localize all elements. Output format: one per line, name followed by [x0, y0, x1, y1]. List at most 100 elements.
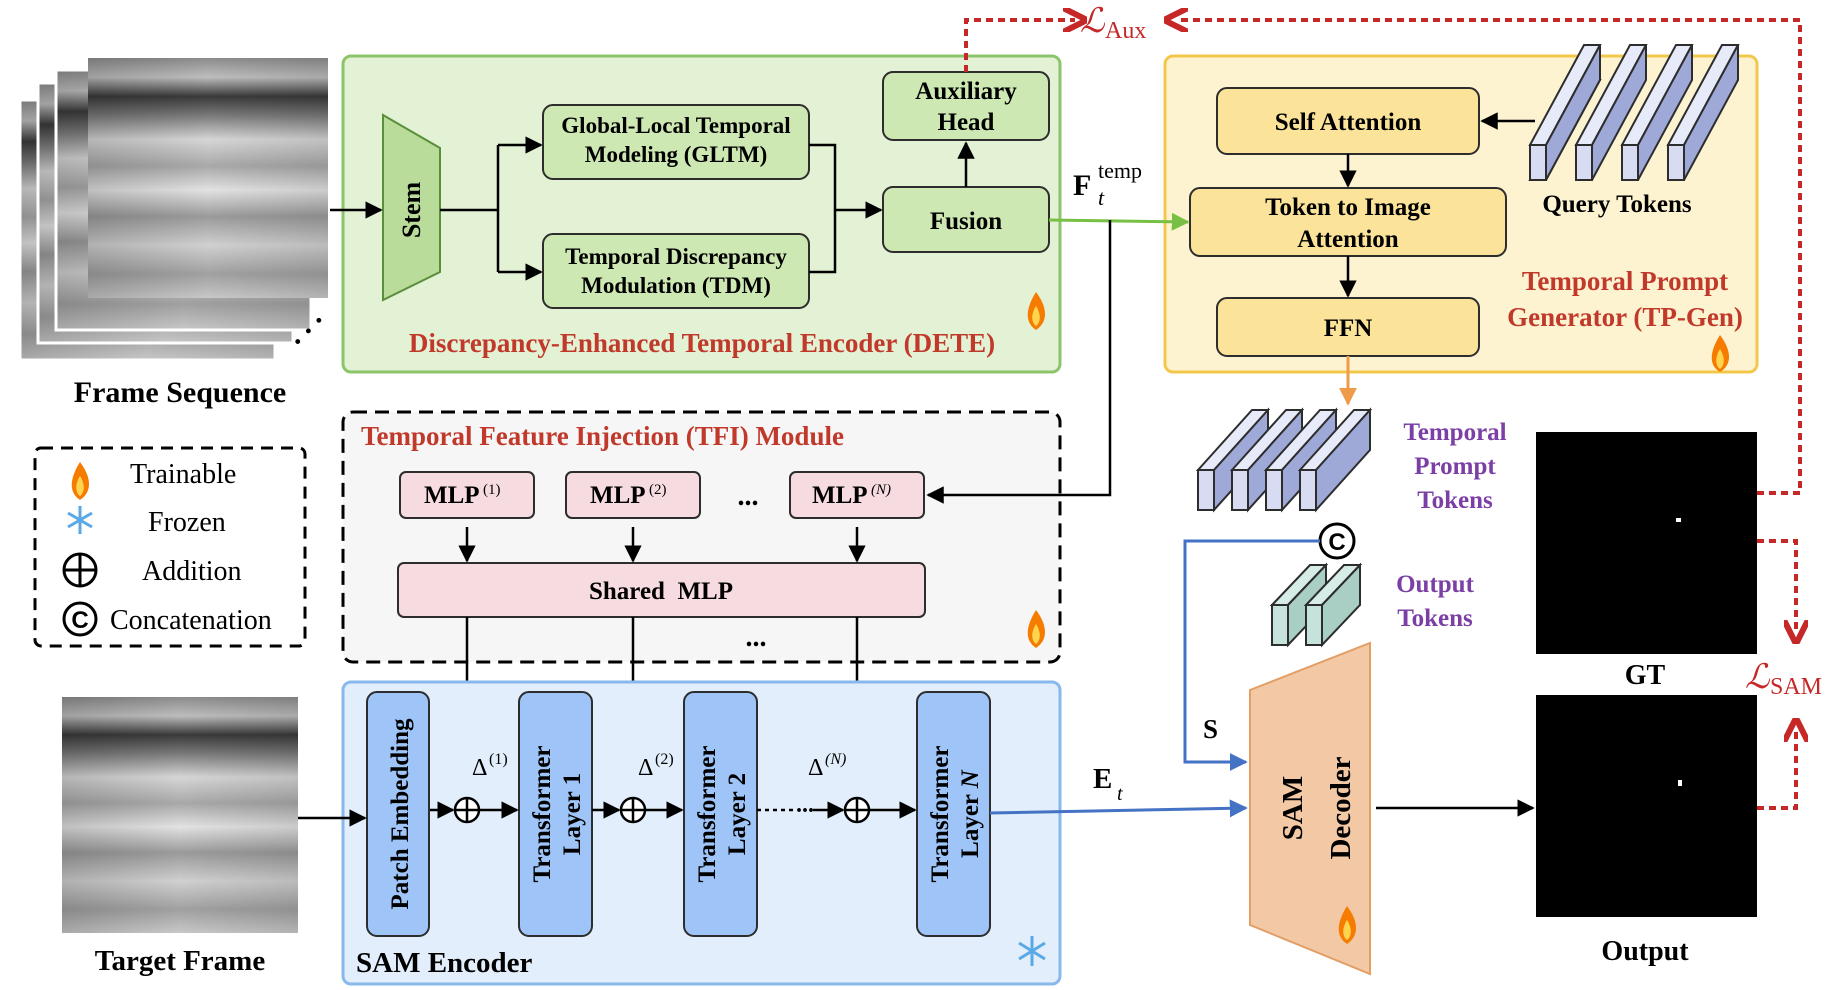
stem-label: Stem — [397, 182, 426, 239]
mlp-n-node — [789, 471, 925, 519]
mlp-n-sup: (N) — [871, 482, 891, 498]
arrow-f-to-tfi — [926, 220, 1112, 504]
delta-1-sup: (1) — [489, 751, 508, 768]
output-image — [1536, 695, 1757, 917]
temporal-prompt-tokens-label-1: Temporal — [1403, 419, 1506, 446]
loss-sam-bottom — [1757, 730, 1796, 810]
svg-text:C: C — [1328, 529, 1345, 556]
mlp-1-node — [399, 471, 535, 519]
shared-mlp-label: Shared MLP — [589, 578, 733, 605]
mlp-1-sup: (1) — [483, 482, 501, 498]
legend-concatenation: Concatenation — [110, 605, 272, 636]
output-target-dot — [1678, 780, 1682, 786]
loss-sam-sub: SAM — [1770, 674, 1822, 700]
tpgen-title-1: Temporal Prompt — [1522, 266, 1728, 296]
loss-sam-l: ℒ — [1745, 659, 1771, 696]
ffn-label: FFN — [1324, 315, 1373, 342]
delta-1: Δ — [472, 755, 487, 781]
f-sub: t — [1098, 185, 1105, 210]
temporal-prompt-tokens-graphic — [1195, 407, 1373, 513]
token-to-image-label-1: Token to Image — [1265, 194, 1431, 221]
transformer-layer-n-node — [916, 691, 991, 937]
query-tokens-label: Query Tokens — [1542, 191, 1692, 218]
encoder-ellipsis: ... — [796, 792, 814, 818]
f-sup: temp — [1098, 158, 1142, 183]
fusion-label: Fusion — [930, 208, 1002, 235]
snowflake-icon — [67, 506, 93, 534]
mlp-n-label: MLP — [812, 482, 868, 509]
tdm-label-2: Modulation (TDM) — [581, 273, 771, 298]
fire-icon — [1027, 292, 1045, 330]
f-main: F — [1073, 169, 1091, 202]
self-attention-label: Self Attention — [1275, 109, 1422, 136]
transformer-layer-n-label-a: Transformer — [927, 746, 954, 883]
loss-sam-top — [1757, 539, 1796, 632]
e-sub: t — [1117, 783, 1123, 805]
mlp-2-label: MLP — [590, 482, 646, 509]
sam-encoder-title: SAM Encoder — [356, 947, 533, 979]
output-label: Output — [1601, 936, 1689, 967]
output-tokens-graphic — [1269, 562, 1363, 648]
frame-sequence-label: Frame Sequence — [74, 376, 286, 409]
output-tokens-label-1: Output — [1396, 571, 1474, 598]
s-label: S — [1203, 714, 1218, 744]
transformer-layer-1-label-b: Layer 1 — [559, 773, 586, 855]
fire-icon — [1338, 906, 1356, 944]
patch-embedding-node — [366, 691, 430, 937]
addition-n-icon — [843, 796, 871, 824]
transformer-layer-2-node — [683, 691, 758, 937]
svg-text:C: C — [71, 607, 88, 634]
addition-1-icon — [453, 796, 481, 824]
loss-aux-right — [1176, 20, 1802, 495]
loss-aux-sub: Aux — [1105, 18, 1146, 44]
transformer-layer-1-node — [518, 691, 593, 937]
tfi-title: Temporal Feature Injection (TFI) Module — [361, 421, 844, 451]
delta-n: Δ — [808, 755, 823, 781]
mlp-1-label: MLP — [424, 482, 480, 509]
gltm-label-1: Global-Local Temporal — [561, 113, 790, 138]
concat-icon: C — [1318, 522, 1356, 560]
dete-title: Discrepancy-Enhanced Temporal Encoder (D… — [409, 328, 995, 358]
tpgen-title-2: Generator (TP-Gen) — [1507, 302, 1743, 332]
gt-image — [1536, 432, 1757, 654]
transformer-layer-n-label-b: Layer N — [957, 769, 984, 858]
e-main: E — [1093, 763, 1112, 795]
legend-frozen: Frozen — [148, 507, 226, 538]
loss-aux-l: ℒ — [1080, 3, 1106, 40]
stem-node — [382, 113, 441, 302]
transformer-layer-1-label-a: Transformer — [529, 746, 556, 883]
query-tokens-graphic — [1528, 44, 1740, 181]
legend-box — [33, 446, 307, 648]
arrow-merge — [809, 143, 881, 274]
arrow-embedding-to-decoder — [989, 799, 1248, 818]
delta-2-sup: (2) — [655, 751, 674, 768]
tfi-bottom-ellipsis: ... — [746, 622, 767, 653]
temporal-prompt-tokens-label-2: Prompt — [1414, 453, 1496, 480]
addition-icon — [62, 552, 98, 588]
arrow-concat-to-decoder — [1183, 539, 1320, 771]
dete-panel — [341, 54, 1062, 374]
target-frame-label: Target Frame — [95, 945, 266, 977]
sam-decoder-node — [1249, 641, 1371, 976]
transformer-layer-2-label-a: Transformer — [694, 746, 721, 883]
loss-aux-left — [964, 20, 1075, 72]
transformer-layer-2-label-b: Layer 2 — [724, 773, 751, 855]
shared-mlp-node — [397, 562, 926, 618]
patch-embedding-label: Patch Embedding — [387, 718, 414, 910]
gt-target-dot — [1676, 518, 1681, 522]
mlp-2-node — [565, 471, 701, 519]
gltm-node — [542, 104, 810, 180]
target-frame-image — [62, 697, 298, 933]
arrow-fusion-to-tpgen — [1048, 212, 1190, 231]
sam-decoder-label-2: Decoder — [1325, 756, 1357, 859]
legend-addition: Addition — [142, 556, 242, 587]
legend-trainable: Trainable — [130, 459, 236, 490]
gt-label: GT — [1625, 660, 1666, 691]
snowflake-icon — [1018, 936, 1046, 966]
mlp-2-sup: (2) — [649, 482, 667, 498]
mlp-ellipsis: ... — [738, 481, 759, 512]
token-to-image-label-2: Attention — [1297, 226, 1398, 253]
delta-2: Δ — [638, 755, 653, 781]
tdm-label-1: Temporal Discrepancy — [565, 244, 787, 269]
